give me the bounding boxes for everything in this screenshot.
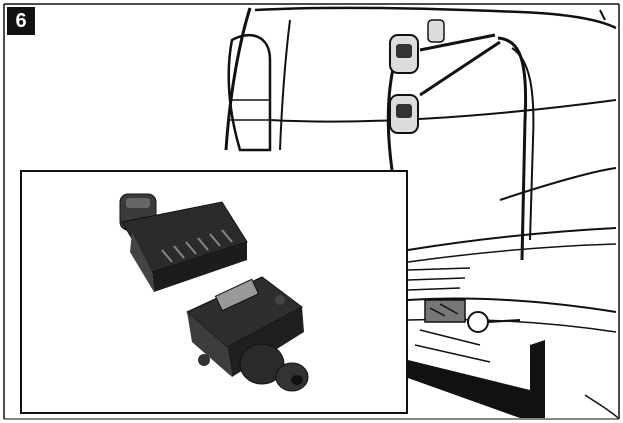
- connector-photo-inset: [20, 170, 408, 414]
- trailer-socket-photo: [186, 276, 309, 392]
- trailer-plug-photo: [119, 193, 248, 292]
- step-number-badge: 6: [7, 7, 35, 35]
